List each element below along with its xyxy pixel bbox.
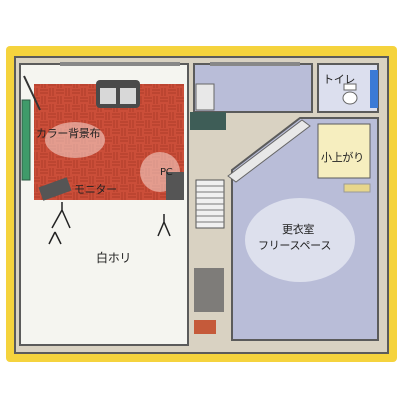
label-dressing-room: 更衣室 [282, 223, 315, 236]
sofa-icon [96, 80, 140, 108]
backdrop-roll [21, 99, 31, 181]
light-stand-icon [48, 202, 171, 245]
toilet-icon [342, 83, 358, 105]
raised-floor [317, 123, 371, 179]
label-pc: PC [160, 167, 173, 178]
label-color-backdrop: カラー背景布 [36, 127, 101, 140]
label-monitor: モニター [74, 183, 117, 196]
label-raised-floor: 小上がり [321, 151, 364, 164]
label-free-space: フリースペース [258, 239, 332, 252]
stairs-icon [195, 179, 225, 229]
label-white-horizon: 白ホリ [96, 251, 132, 265]
monitor-unit [38, 177, 72, 201]
label-toilet: トイレ [323, 73, 356, 86]
